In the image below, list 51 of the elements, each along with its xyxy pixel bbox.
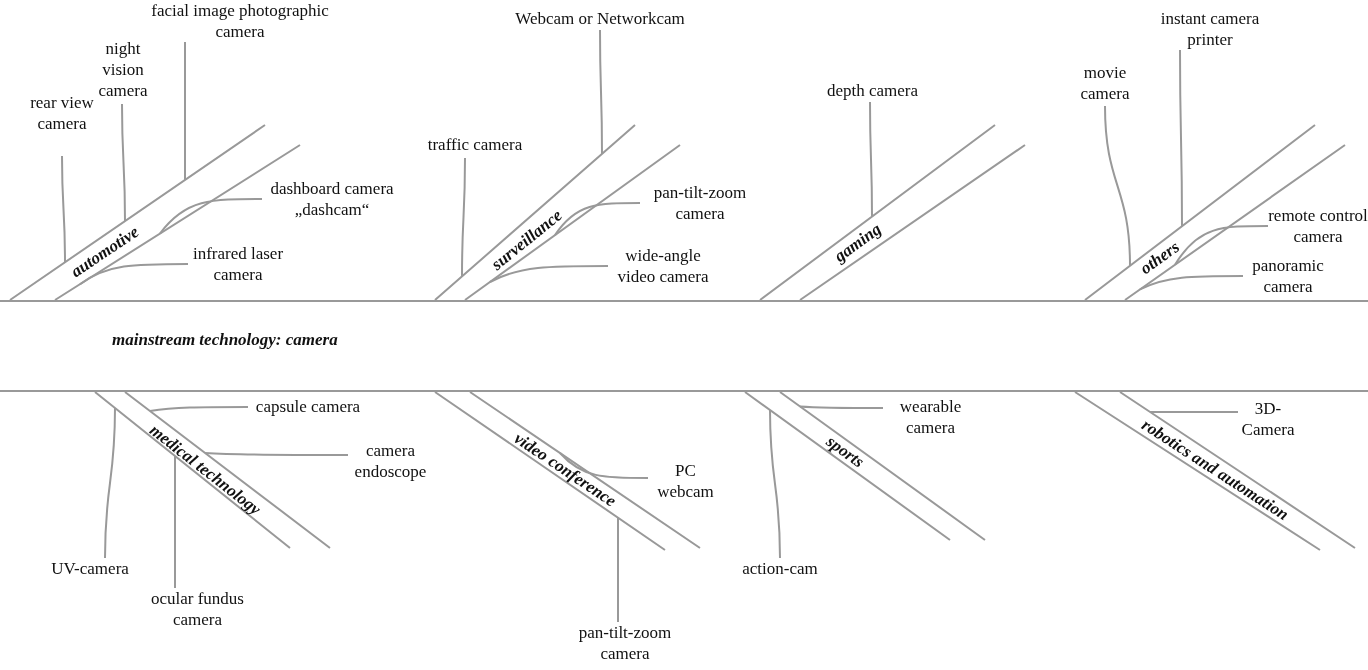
branch-line: [461, 157, 466, 278]
branch-line: [559, 452, 649, 479]
branch-label: action-cam: [735, 558, 825, 580]
branch-label: rear view camera: [30, 92, 94, 156]
branch-line: [599, 29, 603, 155]
branch-line: [489, 265, 609, 283]
branch-label: infrared laser camera: [188, 243, 288, 285]
branch-line: [769, 409, 781, 559]
spine-label: mainstream technology: camera: [112, 330, 338, 350]
branch-label: facial image photographic camera: [150, 0, 330, 42]
branch-label: depth camera: [815, 80, 930, 102]
branch-line: [149, 406, 249, 412]
branch-line: [554, 202, 641, 237]
branch-line: [799, 405, 884, 409]
branch-label: traffic camera: [410, 134, 540, 158]
branch-band: [1075, 392, 1355, 550]
branch-label: panoramic camera: [1243, 255, 1333, 297]
branch-band: [745, 392, 985, 540]
branch-line: [617, 516, 619, 623]
branch-label: ocular fundus camera: [135, 588, 260, 630]
branch-line: [1149, 410, 1239, 413]
branch-band: [760, 125, 1025, 300]
branch-label: remote control camera: [1268, 205, 1368, 247]
branch-line: [204, 451, 349, 456]
branch-label: movie camera: [1072, 62, 1138, 106]
branch-line: [869, 101, 873, 218]
branch-line: [121, 103, 126, 223]
branch-line: [79, 263, 189, 286]
branch-label: UV-camera: [45, 558, 135, 580]
branch-label: camera endoscope: [348, 440, 433, 482]
branch-line: [184, 41, 186, 181]
category-label: sports: [822, 431, 868, 473]
branch-line: [159, 198, 263, 235]
branch-label: wide-angle video camera: [608, 245, 718, 287]
branch-label: wearable camera: [883, 396, 978, 438]
branch-line: [1104, 105, 1131, 267]
branch-line: [61, 155, 66, 264]
branch-label: instant camera printer: [1140, 8, 1280, 50]
branch-line: [174, 455, 176, 589]
branch-label: 3D-Camera: [1238, 398, 1298, 440]
branch-line: [1179, 49, 1183, 228]
branch-line: [1139, 275, 1244, 291]
branch-label: pan-tilt-zoom camera: [640, 182, 760, 224]
branch-label: dashboard camera „dashcam“: [262, 178, 402, 220]
branch-line: [104, 407, 116, 559]
branch-line: [1174, 225, 1269, 266]
spine-band: [0, 300, 1368, 392]
branch-label: pan-tilt-zoom camera: [565, 622, 685, 664]
branch-label: Webcam or Networkcam: [515, 8, 685, 30]
branch-label: PC webcam: [648, 460, 723, 502]
branch-label: capsule camera: [248, 396, 368, 418]
